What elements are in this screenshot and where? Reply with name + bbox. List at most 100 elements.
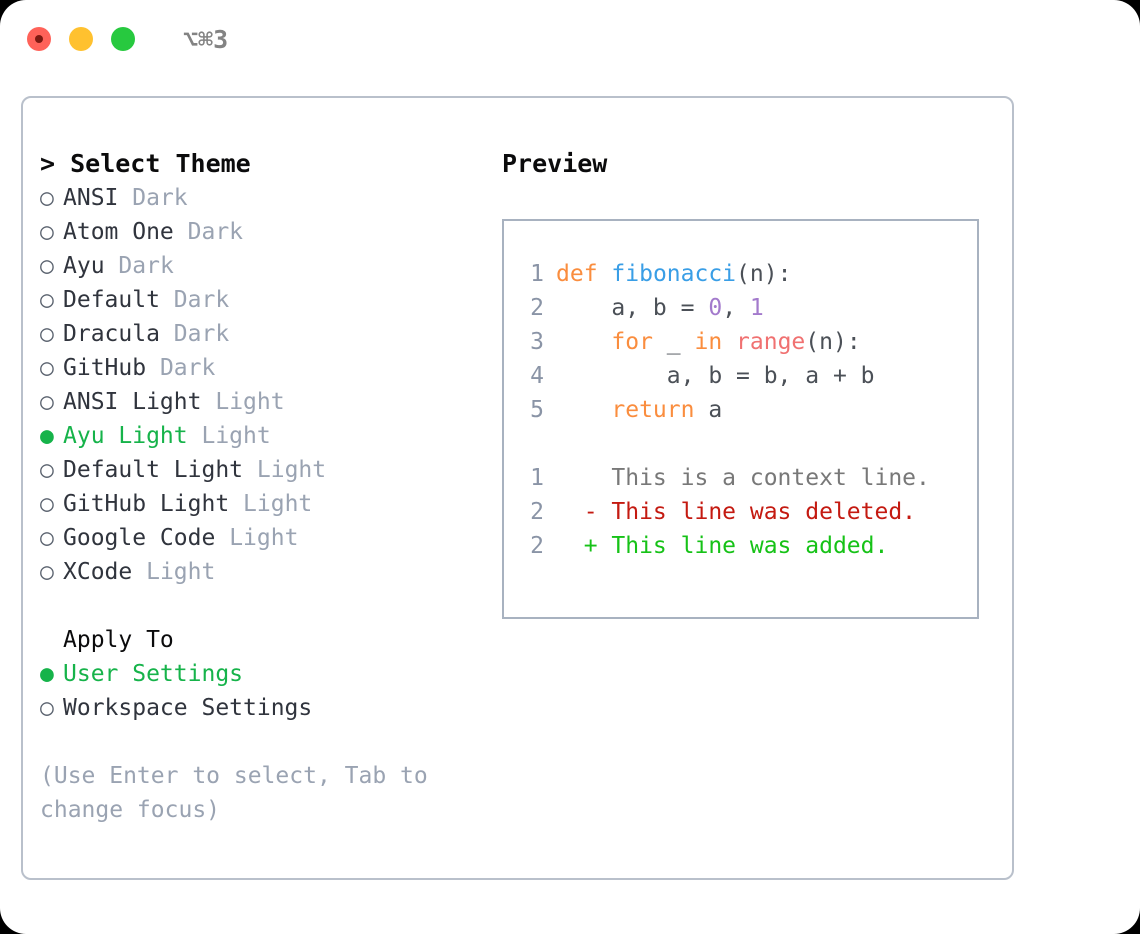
theme-option[interactable]: ○ANSI Dark: [40, 181, 491, 215]
theme-option-label: GitHub: [63, 355, 147, 381]
diff-marker: +: [556, 533, 612, 559]
code-token: def: [556, 261, 598, 287]
theme-option-label: GitHub Light: [63, 491, 230, 517]
maximize-button-icon[interactable]: [111, 27, 135, 51]
window-controls: [27, 27, 135, 51]
theme-option[interactable]: ○GitHub Light Light: [40, 487, 491, 521]
theme-option[interactable]: ○ Default Dark: [40, 283, 491, 317]
label-tag-gap: [132, 555, 146, 589]
radio-unselected-icon[interactable]: ○: [40, 525, 54, 551]
theme-option-label: Default: [63, 287, 160, 313]
label-tag-gap: [215, 521, 229, 555]
theme-option-label: Ayu Light: [63, 423, 188, 449]
code-token: 0: [708, 295, 723, 321]
theme-list[interactable]: ○ANSI Dark○Atom One Dark○Ayu Dark○Defaul…: [40, 181, 491, 589]
diff-line-number: 2: [530, 499, 544, 525]
code-line-number: 3: [530, 329, 544, 355]
code-line-number: 4: [530, 363, 544, 389]
theme-variant-tag: Light: [201, 423, 271, 449]
theme-variant-tag: Light: [256, 457, 327, 483]
theme-option[interactable]: ○Google Code Light: [40, 521, 491, 555]
label-tag-gap: [188, 419, 202, 453]
code-token: (n):: [805, 329, 861, 355]
code-token: _: [652, 329, 695, 355]
theme-option[interactable]: ● Ayu Light Light: [40, 419, 491, 453]
apply-to-option[interactable]: ●User Settings: [40, 657, 491, 691]
code-token: [598, 261, 612, 287]
select-theme-heading: > Select Theme: [40, 149, 251, 178]
label-tag-gap: [201, 385, 215, 419]
radio-unselected-icon[interactable]: ○: [40, 287, 54, 313]
close-button-icon[interactable]: [27, 27, 51, 51]
radio-unselected-icon[interactable]: ○: [40, 491, 54, 517]
code-token: range: [736, 329, 806, 355]
code-line: 4 a, b = b, a + b: [522, 359, 977, 393]
theme-option-label: XCode: [63, 559, 133, 585]
radio-unselected-icon[interactable]: ○: [40, 355, 54, 381]
radio-unselected-icon[interactable]: ○: [40, 559, 54, 585]
code-token: a: [694, 397, 723, 423]
panel-columns: > Select Theme ○ANSI Dark○Atom One Dark○…: [23, 98, 1012, 878]
keyboard-shortcut-label: ⌥⌘3: [183, 24, 229, 54]
code-line-number: 1: [530, 261, 544, 287]
theme-option-label: Default Light: [63, 457, 244, 483]
radio-unselected-icon[interactable]: ○: [40, 321, 54, 347]
radio-selected-icon[interactable]: ●: [40, 423, 54, 449]
theme-variant-tag: Dark: [173, 287, 230, 313]
code-token: a, b = b, a + b: [556, 363, 875, 389]
diff-marker: [556, 465, 611, 491]
diff-sample: 1 This is a context line.2 - This line w…: [522, 461, 977, 563]
label-tag-gap: [118, 181, 132, 215]
diff-text: This line was deleted.: [611, 499, 917, 525]
radio-unselected-icon[interactable]: ○: [40, 253, 54, 279]
diff-text: This line was added.: [611, 533, 889, 559]
radio-selected-icon[interactable]: ●: [40, 661, 54, 687]
apply-to-option-label: Workspace Settings: [63, 695, 313, 721]
theme-option[interactable]: ○Atom One Dark: [40, 215, 491, 249]
radio-unselected-icon[interactable]: ○: [40, 219, 54, 245]
code-token: (n):: [736, 261, 792, 287]
theme-option[interactable]: ○ Ayu Dark: [40, 249, 491, 283]
label-tag-gap: [243, 453, 257, 487]
label-tag-gap: [105, 249, 119, 283]
label-tag-gap: [174, 215, 188, 249]
theme-variant-tag: Dark: [132, 185, 188, 211]
theme-variant-tag: Dark: [173, 321, 230, 347]
radio-unselected-icon[interactable]: ○: [40, 457, 54, 483]
code-token: ,: [722, 295, 750, 321]
radio-unselected-icon[interactable]: ○: [40, 185, 54, 211]
theme-variant-tag: Light: [215, 389, 285, 415]
theme-variant-tag: Dark: [118, 253, 174, 279]
code-token: in: [694, 329, 723, 355]
theme-option[interactable]: ○ Dracula Dark: [40, 317, 491, 351]
preview-heading: Preview: [502, 149, 608, 178]
label-tag-gap: [160, 317, 174, 351]
main-panel: > Select Theme ○ANSI Dark○Atom One Dark○…: [21, 96, 1014, 880]
theme-option[interactable]: ○ XCode Light: [40, 555, 491, 589]
diff-line: 1 This is a context line.: [522, 461, 977, 495]
diff-text: This is a context line.: [611, 465, 930, 491]
radio-unselected-icon[interactable]: ○: [40, 695, 54, 721]
theme-option[interactable]: ○GitHub Dark: [40, 351, 491, 385]
minimize-button-icon[interactable]: [69, 27, 93, 51]
apply-to-option[interactable]: ○ Workspace Settings: [40, 691, 491, 725]
theme-option-label: Ayu: [63, 253, 105, 279]
theme-variant-tag: Light: [146, 559, 216, 585]
code-line-number: 2: [530, 295, 544, 321]
theme-option[interactable]: ○ Default Light Light: [40, 453, 491, 487]
theme-option[interactable]: ○ANSI Light Light: [40, 385, 491, 419]
radio-unselected-icon[interactable]: ○: [40, 389, 54, 415]
theme-selection-column: > Select Theme ○ANSI Dark○Atom One Dark○…: [23, 98, 491, 878]
theme-option-label: Dracula: [63, 321, 160, 347]
section-spacer: [40, 589, 491, 623]
code-token: return: [611, 397, 695, 423]
apply-to-list[interactable]: ●User Settings ○ Workspace Settings: [40, 657, 491, 725]
theme-variant-tag: Dark: [187, 219, 244, 245]
title-bar: ⌥⌘3: [0, 0, 1140, 78]
code-diff-spacer: [522, 427, 977, 461]
diff-line-number: 1: [530, 465, 544, 491]
